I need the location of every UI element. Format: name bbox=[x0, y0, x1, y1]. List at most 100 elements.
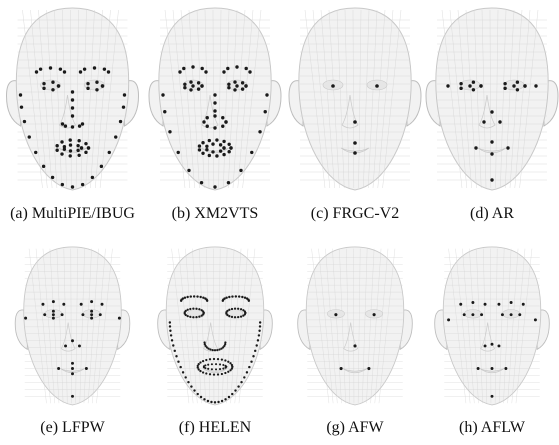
landmark-point bbox=[177, 360, 179, 362]
landmark-point bbox=[244, 296, 246, 298]
landmark-point bbox=[174, 350, 176, 352]
landmark-point bbox=[187, 309, 189, 311]
landmark-point bbox=[193, 389, 195, 391]
landmark-point bbox=[99, 313, 102, 316]
landmark-point bbox=[42, 87, 45, 90]
landmark-point bbox=[90, 310, 93, 313]
landmark-point bbox=[215, 368, 217, 370]
head-outline bbox=[24, 247, 122, 405]
landmark-point bbox=[259, 321, 261, 323]
landmark-point bbox=[182, 297, 184, 299]
landmark-point bbox=[471, 301, 474, 304]
landmark-point bbox=[183, 83, 186, 86]
landmark-point bbox=[196, 295, 198, 297]
landmark-point bbox=[241, 81, 244, 84]
landmark-point bbox=[221, 358, 223, 360]
landmark-point bbox=[86, 87, 89, 90]
landmark-point bbox=[71, 362, 74, 365]
face-diagram bbox=[0, 0, 145, 205]
landmark-point bbox=[264, 110, 267, 113]
landmark-point bbox=[498, 120, 501, 123]
landmark-point bbox=[258, 330, 260, 332]
landmark-point bbox=[198, 148, 201, 151]
landmark-point bbox=[221, 116, 224, 119]
landmark-point bbox=[101, 303, 104, 306]
landmark-point bbox=[202, 296, 204, 298]
landmark-point bbox=[161, 93, 164, 96]
landmark-point bbox=[64, 124, 67, 127]
landmark-point bbox=[69, 143, 72, 146]
landmark-point bbox=[163, 110, 166, 113]
landmark-point bbox=[55, 149, 58, 152]
landmark-point bbox=[226, 67, 229, 70]
landmark-point bbox=[213, 126, 216, 129]
landmark-point bbox=[217, 358, 219, 360]
landmark-point bbox=[534, 84, 537, 87]
landmark-point bbox=[71, 125, 74, 128]
caption: (f) HELEN bbox=[145, 419, 285, 437]
landmark-point bbox=[235, 295, 237, 297]
landmark-point bbox=[503, 87, 506, 90]
landmark-point bbox=[184, 296, 186, 298]
landmark-point bbox=[90, 317, 93, 320]
landmark-point bbox=[240, 308, 242, 310]
landmark-point bbox=[189, 88, 192, 91]
landmark-point bbox=[81, 313, 84, 316]
caption: (d) AR bbox=[425, 205, 559, 223]
panel-lfpw: (e) LFPW bbox=[0, 240, 145, 445]
landmark-point bbox=[28, 135, 31, 138]
landmark-point bbox=[490, 140, 493, 143]
panel-frgc-v2: (c) FRGC-V2 bbox=[285, 0, 425, 240]
landmark-point bbox=[214, 401, 216, 403]
landmark-point bbox=[216, 349, 218, 351]
landmark-point bbox=[224, 372, 226, 374]
landmark-point bbox=[52, 317, 55, 320]
landmark-point bbox=[186, 296, 188, 298]
landmark-point bbox=[95, 80, 98, 83]
landmark-point bbox=[119, 120, 122, 123]
landmark-point bbox=[211, 150, 214, 153]
panel-helen: (f) HELEN bbox=[145, 240, 285, 445]
landmark-point bbox=[179, 366, 181, 368]
landmark-point bbox=[187, 381, 189, 383]
landmark-point bbox=[219, 149, 222, 152]
landmark-point bbox=[192, 316, 194, 318]
face-diagram bbox=[145, 240, 285, 418]
landmark-point bbox=[222, 70, 225, 73]
landmark-point bbox=[221, 400, 223, 402]
landmark-point bbox=[207, 364, 209, 366]
landmark-point bbox=[480, 313, 483, 316]
landmark-point bbox=[240, 381, 242, 383]
landmark-point bbox=[222, 146, 225, 149]
face-mesh bbox=[426, 8, 558, 190]
landmark-point bbox=[211, 142, 214, 145]
landmark-point bbox=[265, 93, 268, 96]
landmark-point bbox=[353, 151, 357, 155]
landmark-point bbox=[210, 401, 212, 403]
landmark-point bbox=[523, 84, 526, 87]
landmark-point bbox=[229, 146, 232, 149]
landmark-point bbox=[244, 84, 247, 87]
landmark-point bbox=[259, 325, 261, 327]
landmark-point bbox=[198, 144, 201, 147]
landmark-point bbox=[518, 313, 521, 316]
landmark-point bbox=[237, 308, 239, 310]
landmark-point bbox=[534, 318, 537, 321]
landmark-point bbox=[169, 330, 171, 332]
landmark-point bbox=[331, 84, 335, 88]
landmark-point bbox=[208, 139, 211, 142]
landmark-point bbox=[246, 371, 248, 373]
landmark-point bbox=[219, 363, 221, 365]
landmark-point bbox=[238, 295, 240, 297]
landmark-point bbox=[222, 140, 225, 143]
landmark-point bbox=[101, 84, 104, 87]
landmark-point bbox=[123, 93, 126, 96]
landmark-point bbox=[463, 313, 466, 316]
landmark-point bbox=[248, 300, 250, 302]
head-outline bbox=[159, 8, 271, 190]
landmark-point bbox=[60, 140, 63, 143]
landmark-point bbox=[71, 372, 74, 375]
landmark-point bbox=[510, 301, 513, 304]
landmark-point bbox=[195, 316, 197, 318]
